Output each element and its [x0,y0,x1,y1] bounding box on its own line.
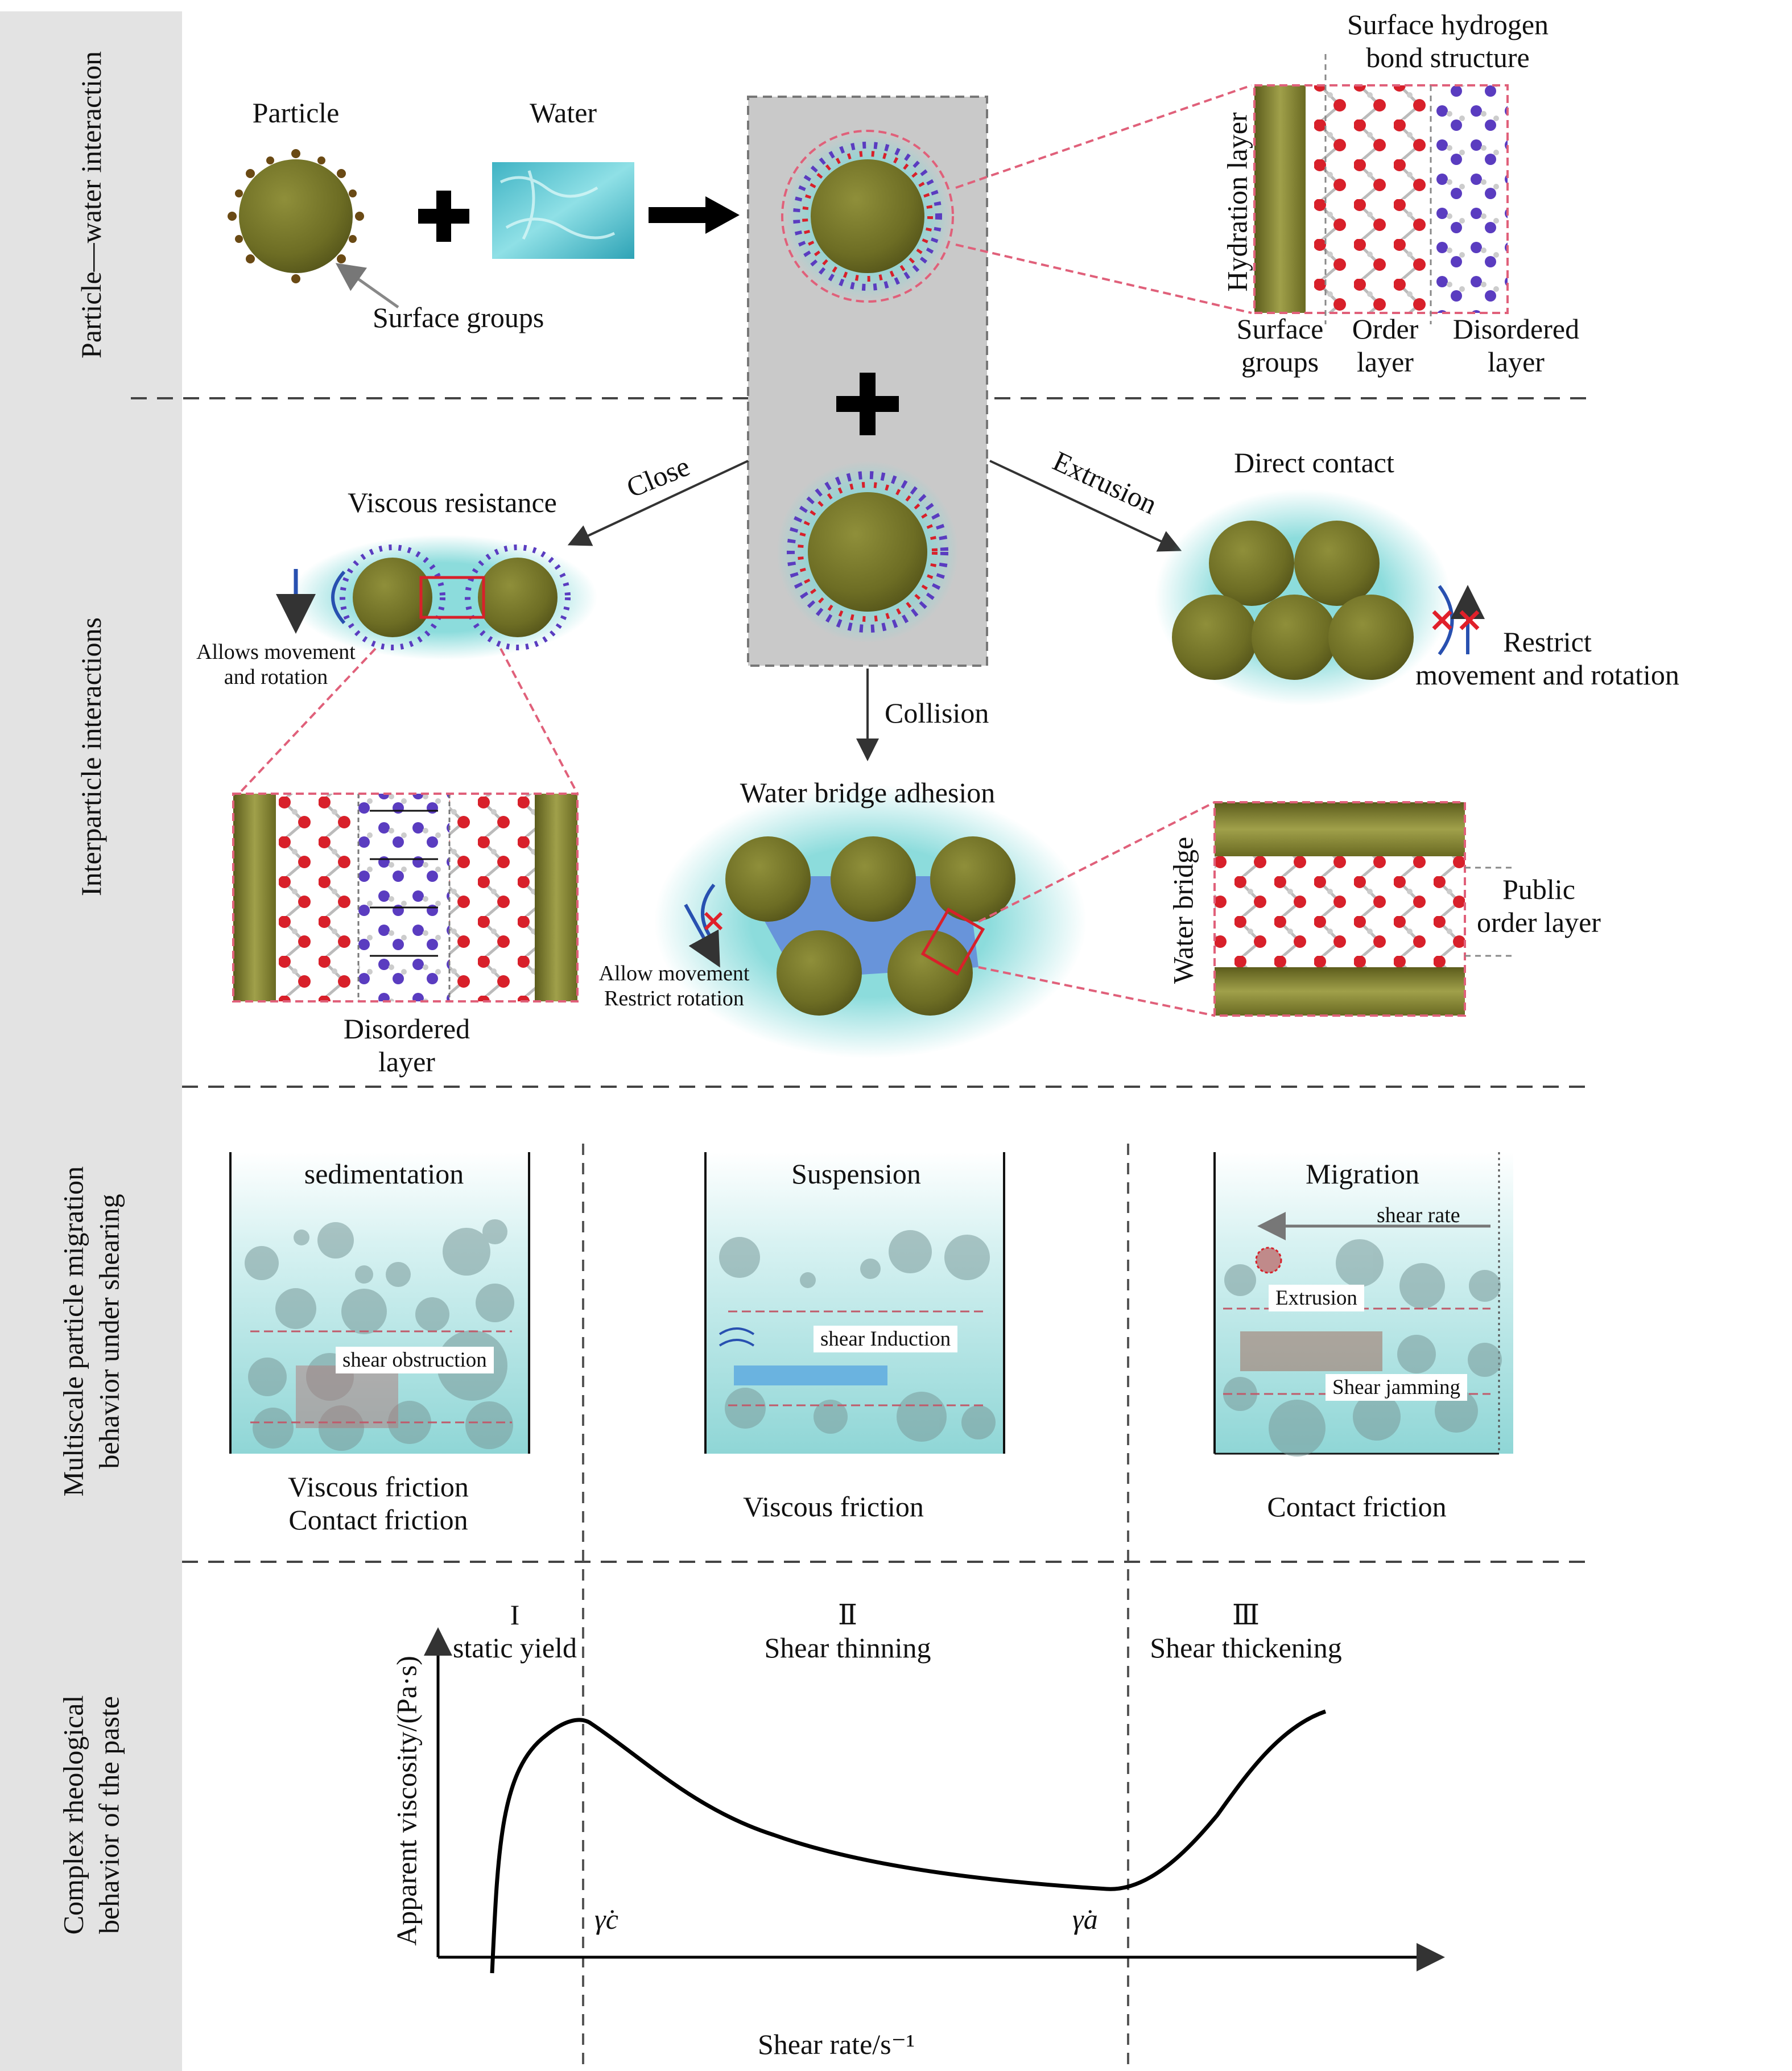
label-migration: Migration [1306,1158,1419,1190]
label-water: Water [529,97,597,129]
particle-graphic [228,149,364,283]
beaker-suspension [704,1152,1005,1454]
hydrogen-bond-structure [1253,54,1509,324]
label-extrusion-migration: Extrusion [1269,1285,1364,1311]
beaker-sedimentation [229,1152,530,1454]
rheology-chart [424,1627,1445,1974]
label-friction-3: Contact friction [1267,1491,1447,1523]
label-shear-rate: shear rate [1377,1203,1460,1227]
label-collision: Collision [885,697,989,729]
label-shear-induction: shear Induction [814,1326,958,1352]
label-friction-2: Viscous friction [743,1491,924,1523]
label-gamma-c: γ̇c [594,1903,618,1935]
chart-ylabel: Apparent viscosity/(Pa·s) [390,1656,423,1946]
label-water-bridge-adhesion: Water bridge adhesion [740,777,996,808]
label-viscous-resistance: Viscous resistance [348,486,557,518]
label-surface-groups: Surface groups [373,302,544,333]
water-bridge-cluster [654,785,1087,1058]
label-shear-jamming: Shear jamming [1326,1374,1468,1401]
label-sedimentation: sedimentation [304,1158,464,1190]
label-suspension: Suspension [791,1158,921,1190]
disordered-layer-box [232,793,579,1003]
viscosity-curve [490,1709,1327,1974]
label-shear-obstruction: shear obstruction [336,1347,494,1373]
label-water-bridge: Water bridge [1167,836,1199,984]
water-bridge-box [1213,801,1513,1017]
section-side-panel [0,11,182,2071]
label-particle: Particle [252,97,340,129]
chart-xlabel: Shear rate/s⁻¹ [757,2028,915,2060]
direct-contact-cluster [1155,489,1485,706]
label-hydration-layer: Hydration layer [1221,112,1253,292]
label-gamma-a: γ̇a [1072,1903,1098,1935]
label-direct-contact: Direct contact [1234,447,1394,478]
